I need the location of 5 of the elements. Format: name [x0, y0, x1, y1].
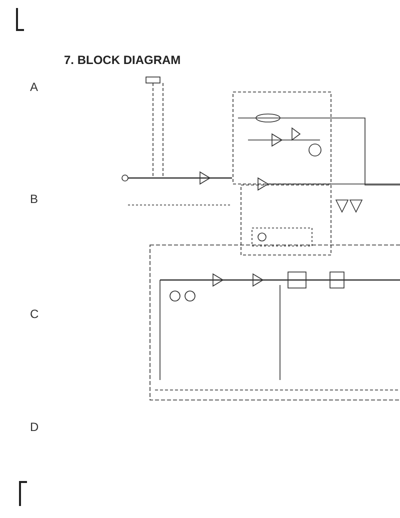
grid-reference: A — [30, 80, 38, 94]
grid-reference: C — [30, 307, 39, 321]
grid-reference: D — [30, 420, 39, 434]
grid-reference: B — [30, 192, 38, 206]
title: 7. BLOCK DIAGRAM — [64, 53, 181, 67]
